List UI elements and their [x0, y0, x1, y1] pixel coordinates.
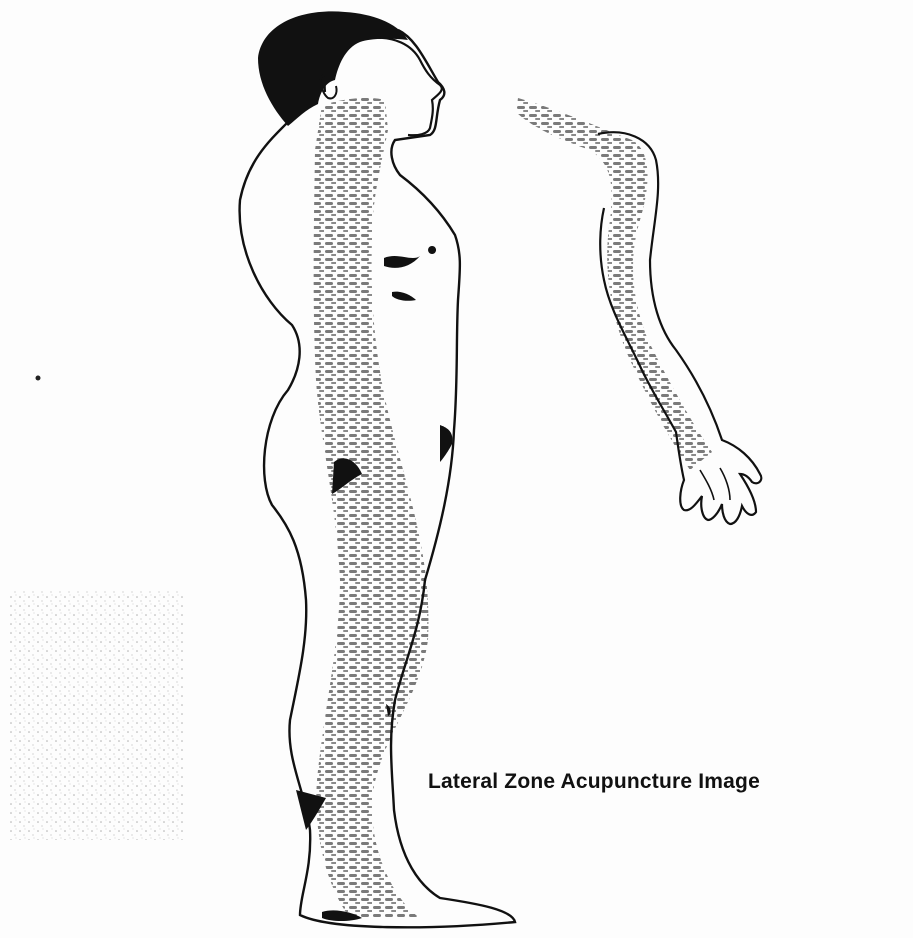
rib-shadow — [392, 292, 416, 301]
lateral-zone-band — [314, 98, 429, 918]
figure-caption: Lateral Zone Acupuncture Image — [428, 770, 760, 794]
chest-shadow — [384, 256, 420, 268]
nipple-mark — [428, 246, 436, 254]
scan-noise — [10, 590, 185, 840]
arm-figure — [516, 98, 761, 524]
groin-shadow — [440, 425, 452, 462]
arm-zone-band — [516, 98, 712, 470]
stray-mark — [36, 376, 41, 381]
hand-lines — [700, 468, 730, 500]
